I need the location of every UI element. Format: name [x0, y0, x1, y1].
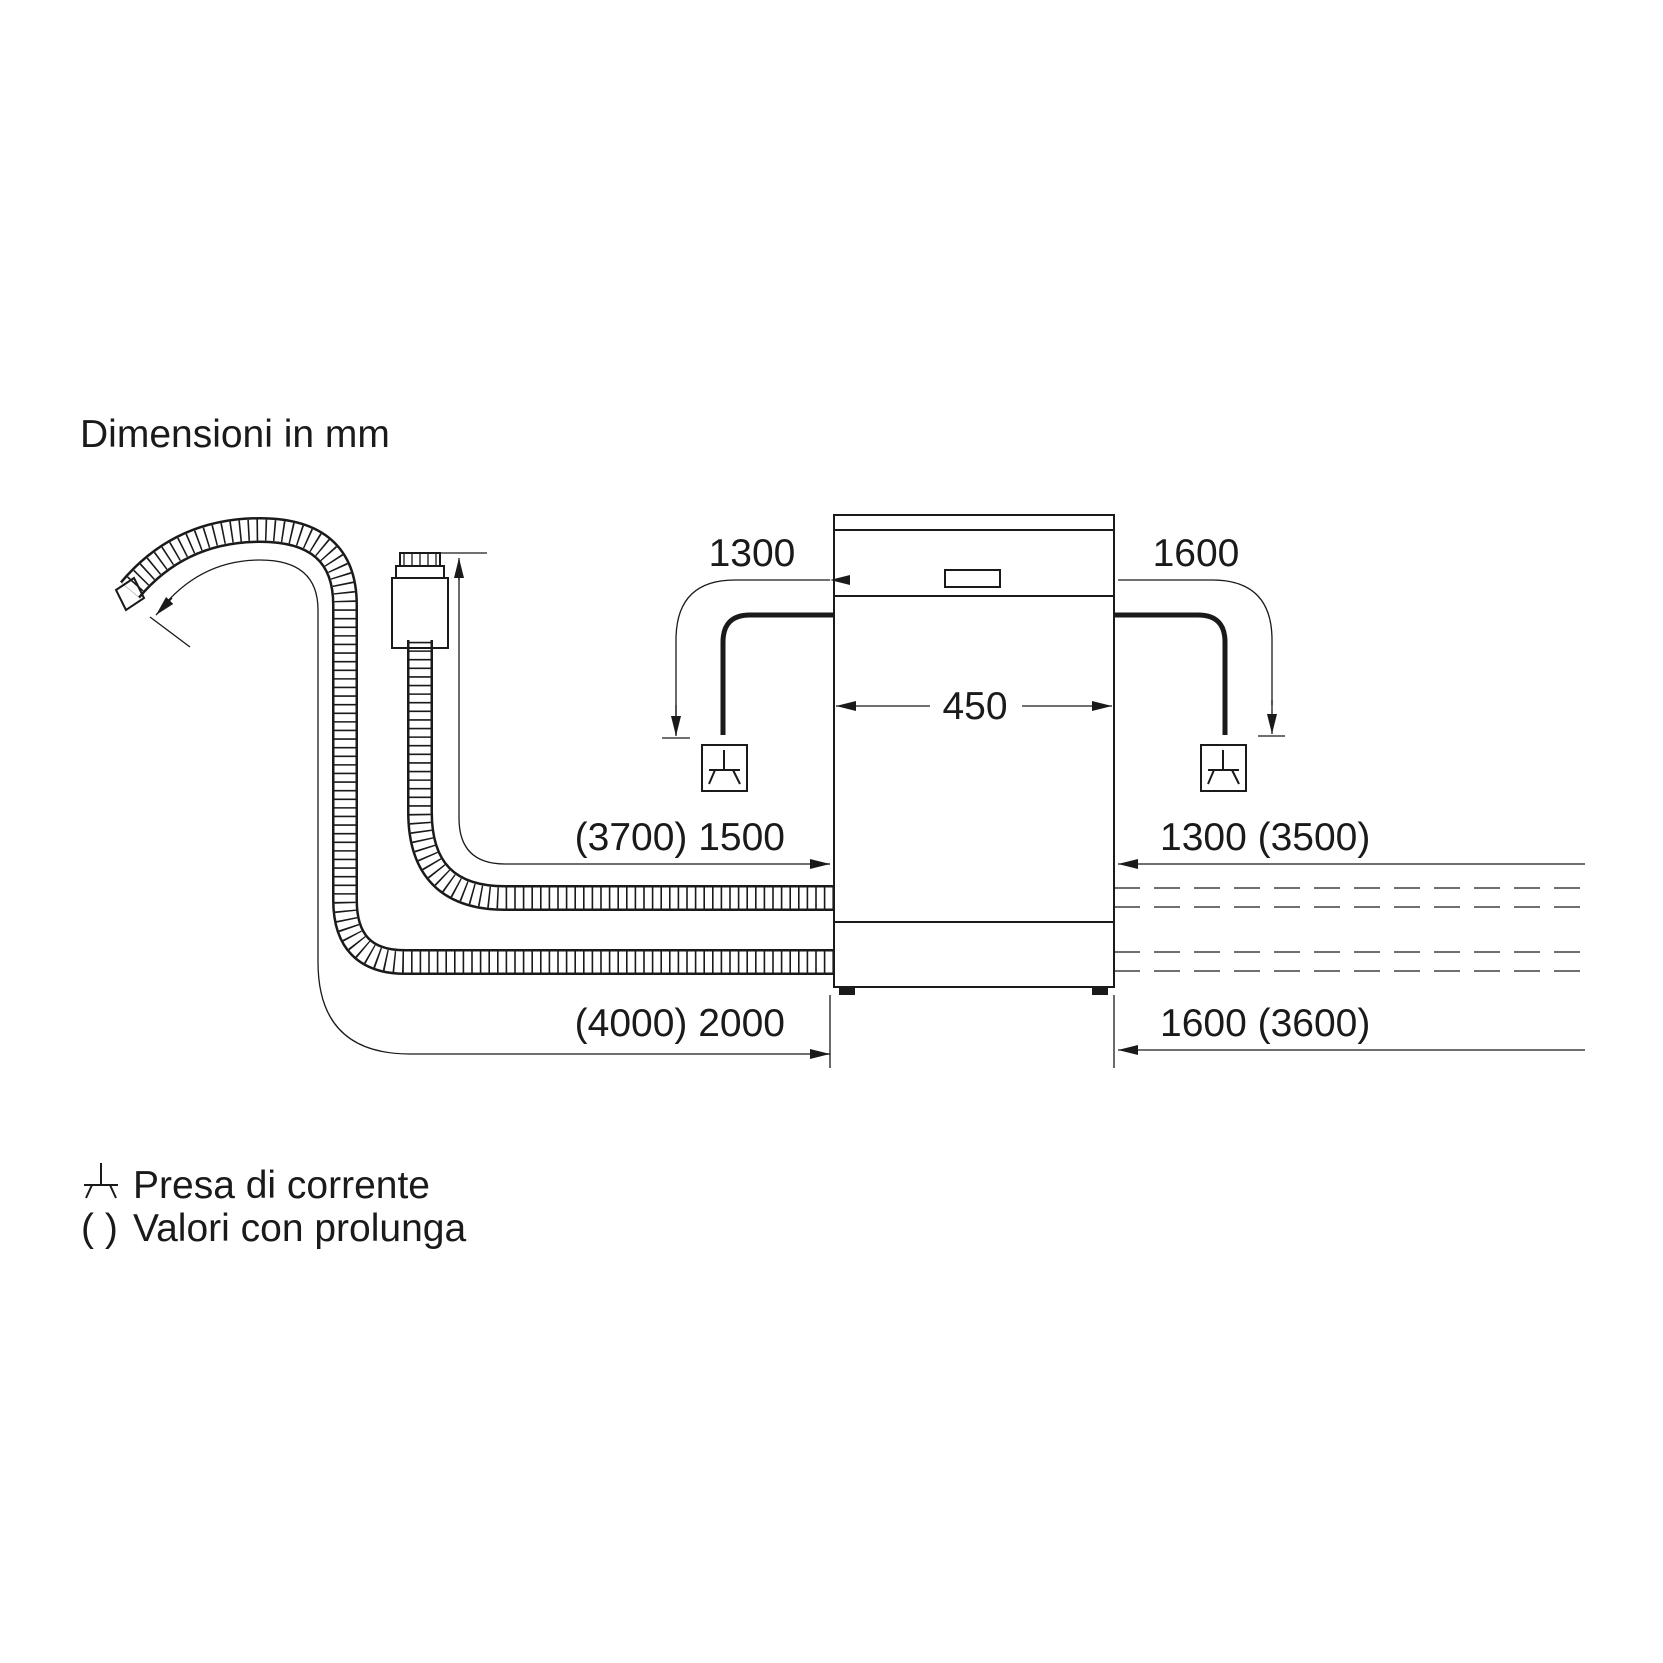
- left-cord-dimension: 1300: [662, 532, 850, 739]
- dishwasher-body: [833, 514, 1115, 988]
- left-drain-label: (4000) 2000: [575, 1002, 785, 1045]
- left-drain-dimension: (4000) 2000: [149, 559, 831, 1068]
- socket-legend-label: Presa di corrente: [133, 1164, 430, 1207]
- socket-icon: [1200, 744, 1247, 792]
- left-inlet-label: (3700) 1500: [575, 816, 785, 859]
- power-cord-left: [720, 612, 834, 735]
- right-drain-dimension: 1600 (3600): [1113, 995, 1585, 1068]
- right-cord-dimension: 1600: [1118, 532, 1285, 737]
- power-cord-right: [1114, 612, 1228, 735]
- bracket-legend-symbol: ( ): [81, 1207, 118, 1250]
- drain-hose: [114, 516, 834, 975]
- foot-right: [1092, 987, 1108, 995]
- legend: Presa di corrente ( ) Valori con prolung…: [81, 1163, 466, 1250]
- dishwasher-front: [833, 514, 1115, 995]
- right-inlet-dimension: 1300 (3500): [1118, 816, 1585, 869]
- bracket-legend-label: Valori con prolunga: [133, 1207, 466, 1250]
- door-handle: [944, 569, 1001, 588]
- left-cord-label: 1300: [709, 532, 796, 575]
- right-inlet-label: 1300 (3500): [1160, 816, 1370, 859]
- socket-legend-icon: [84, 1163, 118, 1199]
- socket-icon: [701, 744, 748, 792]
- right-drain-label: 1600 (3600): [1160, 1002, 1370, 1045]
- left-inlet-dimension: (3700) 1500: [438, 552, 830, 869]
- diagram-title: Dimensioni in mm: [80, 413, 390, 456]
- width-label: 450: [942, 685, 1007, 728]
- width-dimension: 450: [836, 685, 1112, 728]
- inlet-valve: [391, 552, 449, 649]
- inlet-hose: [407, 640, 834, 911]
- right-cord-label: 1600: [1153, 532, 1240, 575]
- foot-left: [839, 987, 855, 995]
- right-hose-dashes: [1114, 887, 1585, 972]
